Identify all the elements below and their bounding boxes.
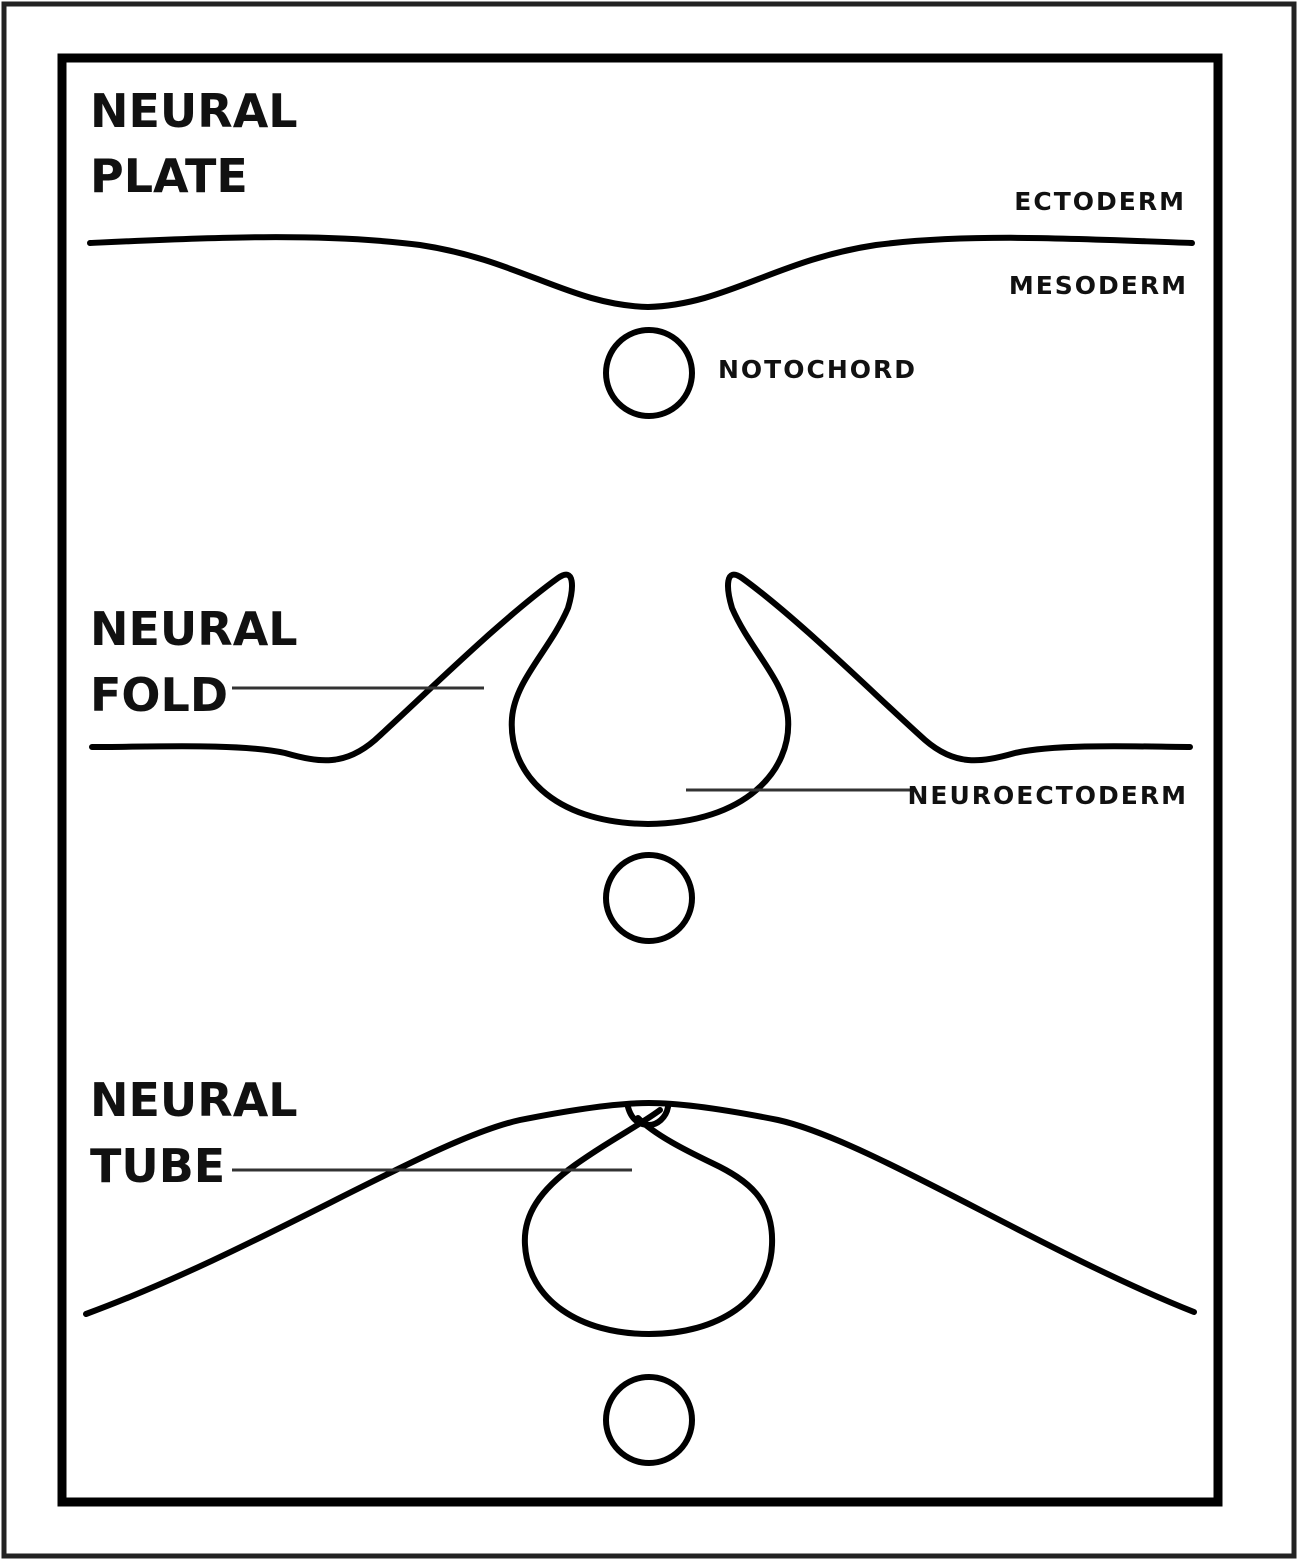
ectoderm-label: ECTODERM bbox=[1014, 187, 1186, 216]
neural-tube-loop bbox=[521, 1107, 776, 1337]
neural-fold-title-line2: FOLD bbox=[90, 668, 228, 722]
inner-frame bbox=[57, 53, 1223, 1507]
stage-neural-tube: NEURAL TUBE bbox=[83, 1073, 1197, 1466]
notochord-3 bbox=[603, 1374, 695, 1466]
neural-plate-ectoderm-line bbox=[87, 234, 1195, 310]
neural-tube-title-line2: TUBE bbox=[90, 1139, 225, 1193]
mesoderm-label: MESODERM bbox=[1009, 271, 1188, 300]
stage-neural-fold: NEURAL FOLD NEUROECTODERM bbox=[89, 571, 1193, 944]
notochord-1 bbox=[603, 327, 695, 419]
neural-tube-title-line1: NEURAL bbox=[90, 1073, 298, 1127]
neural-tube-closure bbox=[625, 1104, 671, 1128]
stage-neural-plate: NEURAL PLATE ECTODERM MESODERM NOTOCHORD bbox=[87, 84, 1195, 419]
notochord-label: NOTOCHORD bbox=[718, 355, 917, 384]
neural-plate-title-line1: NEURAL bbox=[90, 84, 298, 138]
neural-tube-ectoderm-line bbox=[83, 1100, 1197, 1317]
neural-plate-title-line2: PLATE bbox=[90, 149, 248, 203]
neuroectoderm-label: NEUROECTODERM bbox=[908, 781, 1189, 810]
neural-fold-title-line1: NEURAL bbox=[90, 602, 298, 656]
neural-fold-line bbox=[89, 571, 1193, 827]
notochord-2 bbox=[603, 852, 695, 944]
